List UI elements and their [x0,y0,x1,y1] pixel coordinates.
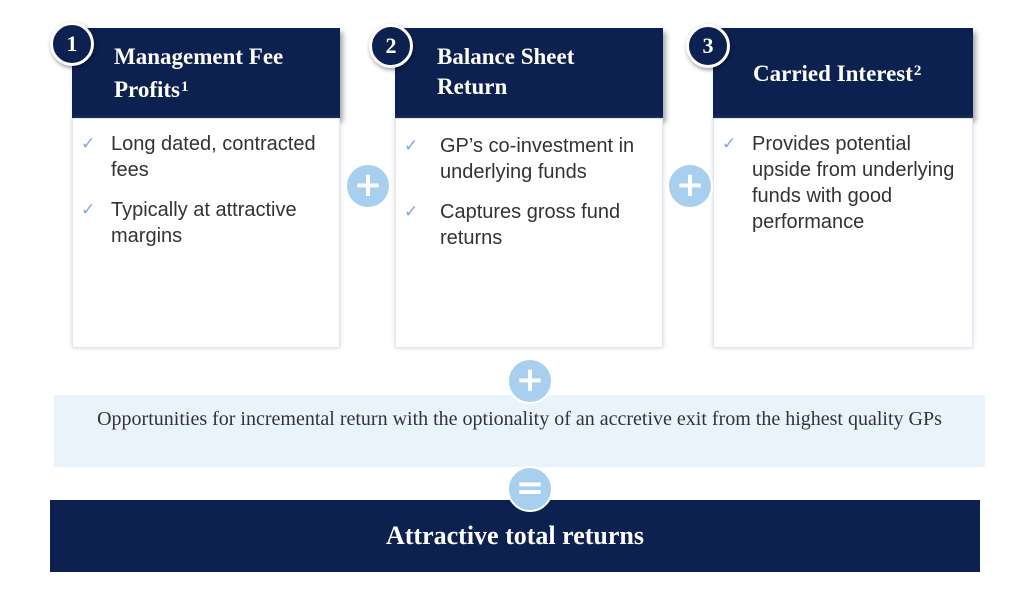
step-number-badge: 1 [50,22,94,66]
result-text: Attractive total returns [386,521,644,550]
step-number-badge: 2 [369,24,413,68]
result-banner: Attractive total returns [50,500,980,572]
footnote-marker: 2 [913,63,922,79]
plus-icon: + [667,163,713,209]
check-icon: ✓ [722,134,737,154]
bullet-text: GP’s co-investment in underlying funds [440,135,635,183]
check-icon: ✓ [81,134,96,154]
plus-icon: + [507,358,553,404]
check-icon: ✓ [404,202,419,222]
bullet-text: Captures gross fund returns [440,201,621,249]
opportunity-banner: Opportunities for incremental return wit… [54,395,985,467]
pillar-body: ✓ Provides potential upside from underly… [713,118,973,348]
pillar-title: Balance Sheet Return [437,44,575,99]
pillar-header: Carried Interest2 [713,28,973,118]
pillar-title: Management Fee Profits1 [114,44,284,102]
pillar-card-management-fee: Management Fee Profits1 ✓ Long dated, co… [72,28,340,348]
plus-icon: + [345,163,391,209]
footnote-marker: 1 [181,79,189,95]
pillar-header: Management Fee Profits1 [72,28,340,118]
pillar-title: Carried Interest2 [753,61,922,86]
pillar-body: ✓ Long dated, contracted fees ✓ Typicall… [72,118,340,348]
pillar-header: Balance Sheet Return [395,28,663,118]
equals-icon: = [507,466,553,512]
bullet-text: Provides potential upside from underlyin… [752,133,955,233]
bullet-text: Long dated, contracted fees [111,133,316,181]
step-number-badge: 3 [686,24,730,68]
check-icon: ✓ [81,200,96,220]
pillar-card-balance-sheet: Balance Sheet Return ✓ GP’s co-investmen… [395,28,663,348]
check-icon: ✓ [404,136,419,156]
pillar-body: ✓ GP’s co-investment in underlying funds… [395,118,663,348]
opportunity-text: Opportunities for incremental return wit… [97,408,942,430]
pillar-card-carried-interest: Carried Interest2 ✓ Provides potential u… [713,28,973,348]
bullet-text: Typically at attractive margins [111,199,297,247]
